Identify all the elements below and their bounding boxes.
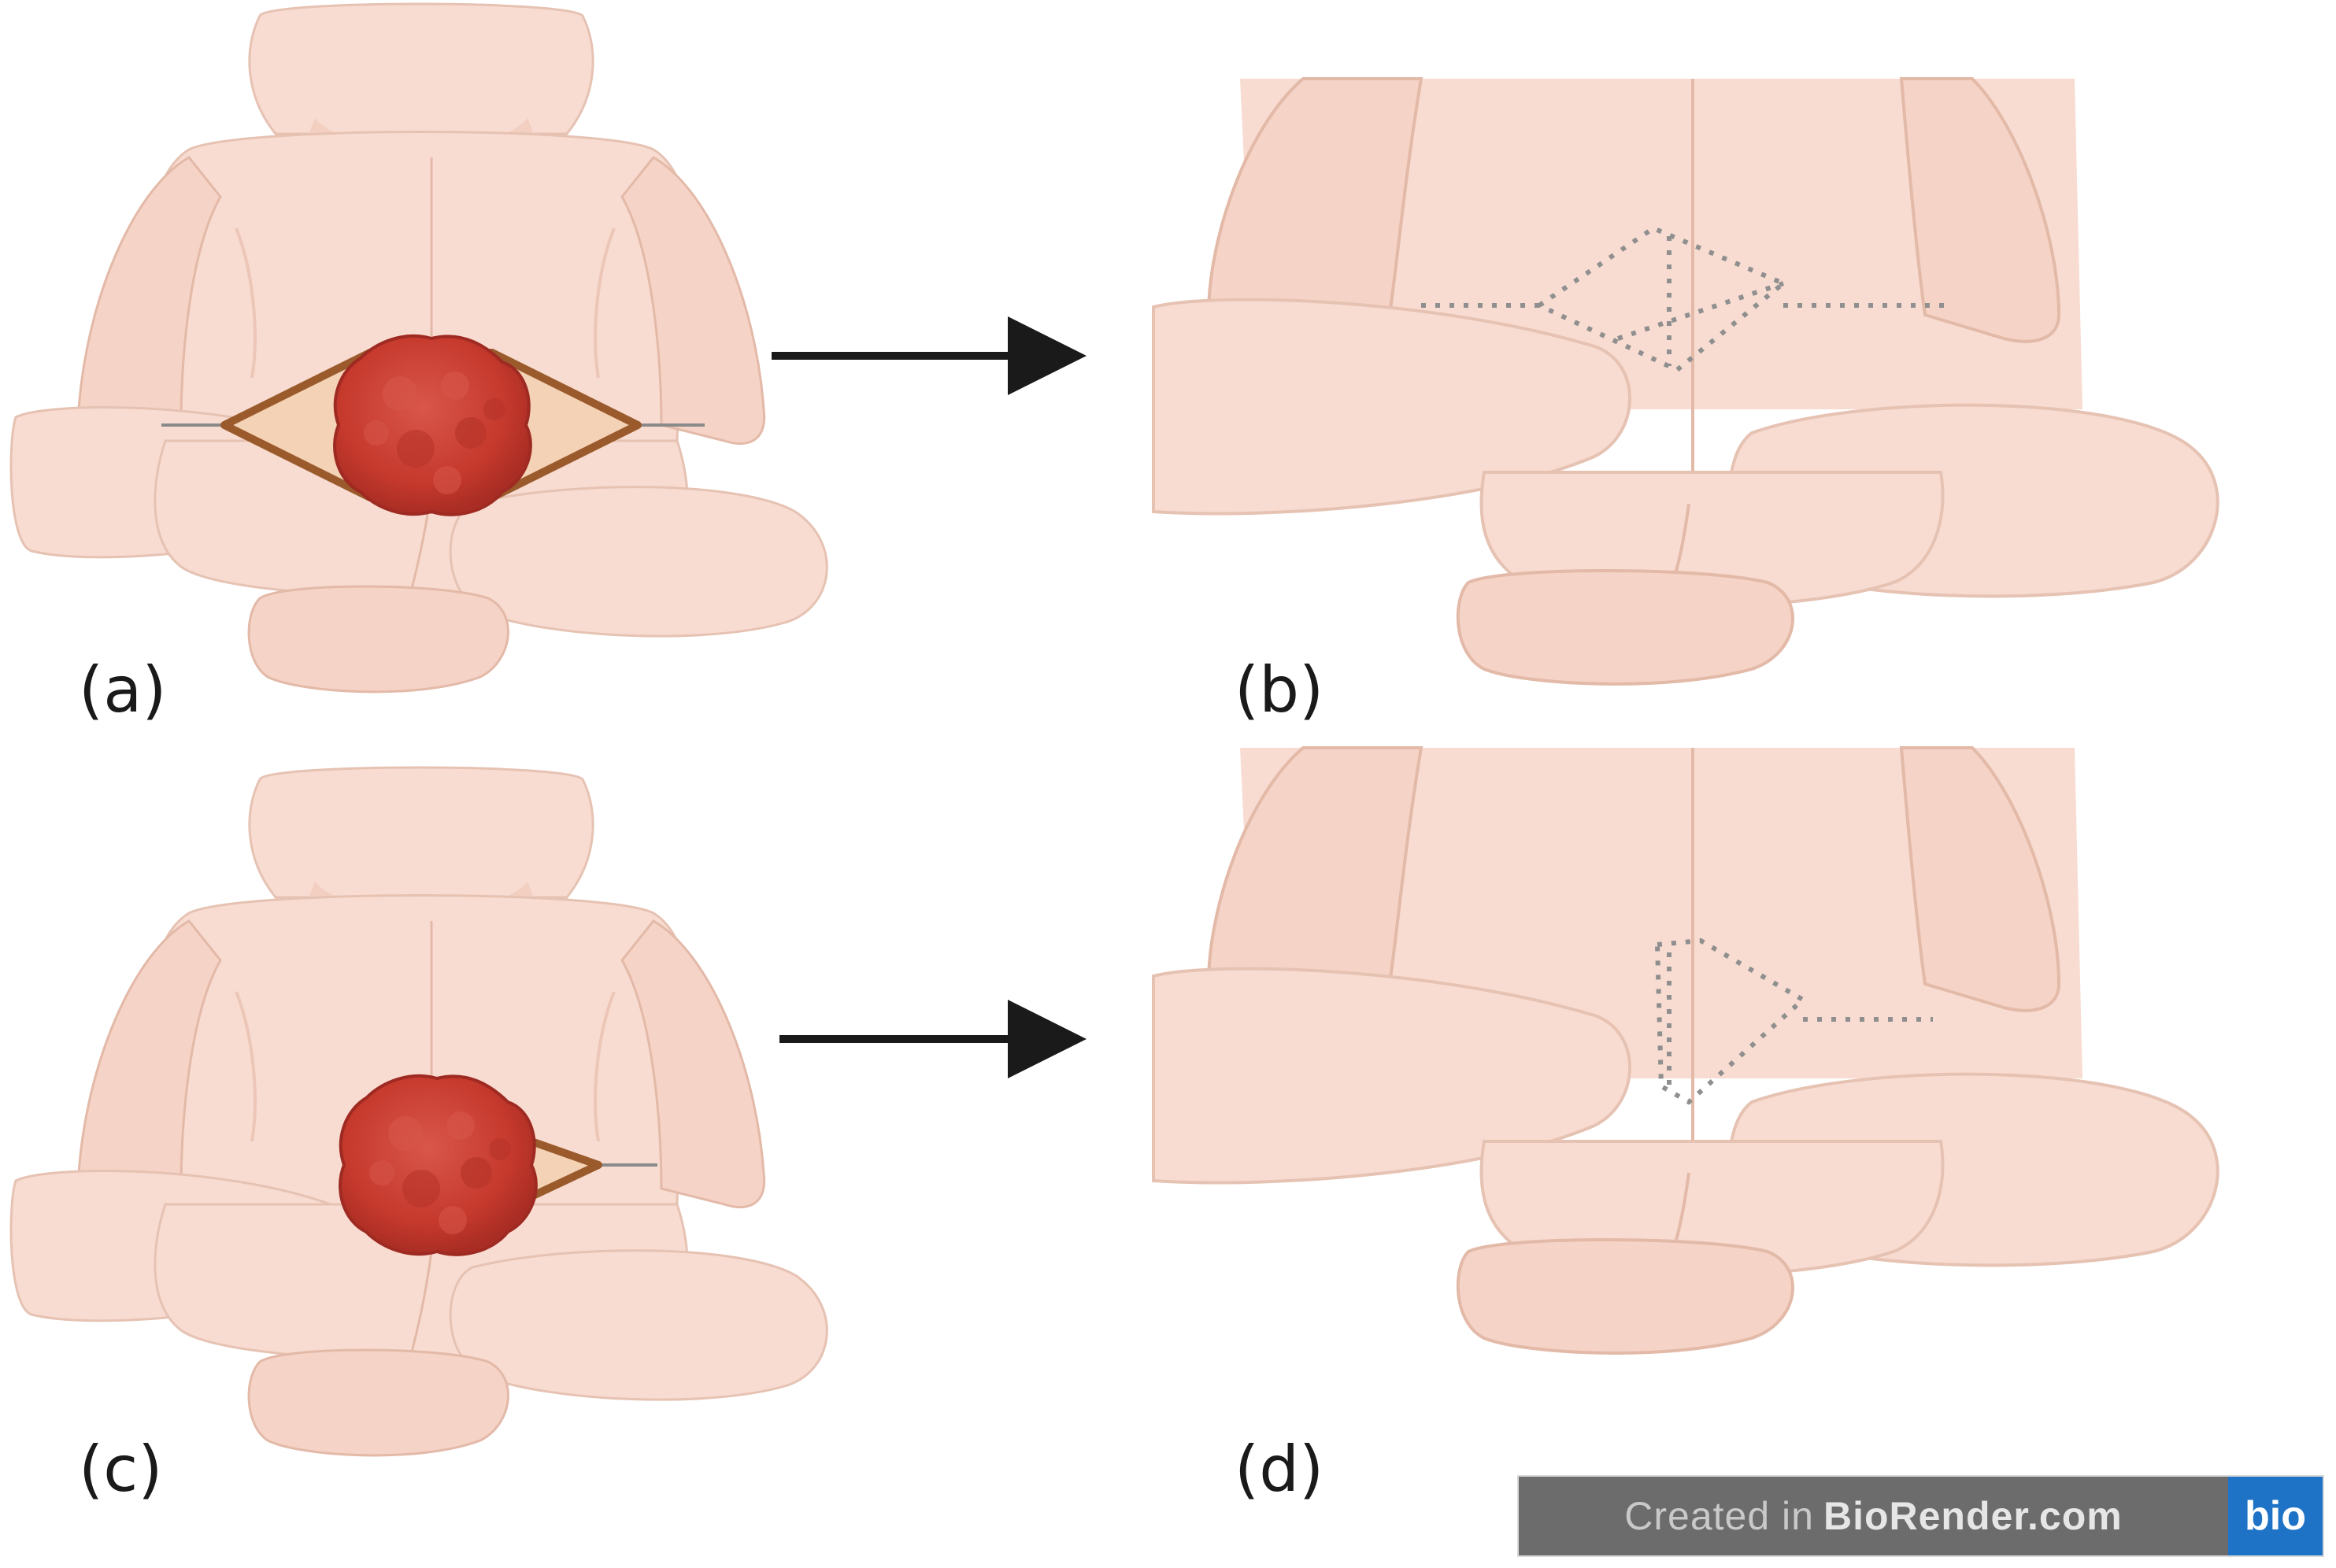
panel-d-illustration — [1152, 746, 2219, 1355]
panel-label-c: (c) — [79, 1433, 163, 1506]
panel-a-illustration — [9, 2, 829, 693]
biorender-watermark: Created in BioRender.com bio — [1517, 1475, 2324, 1557]
watermark-text: Created in BioRender.com — [1519, 1477, 2228, 1555]
panel-label-d: (d) — [1235, 1433, 1324, 1506]
panel-label-b: (b) — [1235, 653, 1324, 727]
panel-label-a: (a) — [79, 653, 167, 727]
watermark-brand: BioRender.com — [1823, 1494, 2123, 1538]
panel-b-illustration — [1152, 77, 2219, 686]
biorender-logo: bio — [2228, 1477, 2323, 1555]
watermark-prefix: Created in — [1624, 1494, 1814, 1538]
panel-c-illustration — [9, 766, 829, 1457]
